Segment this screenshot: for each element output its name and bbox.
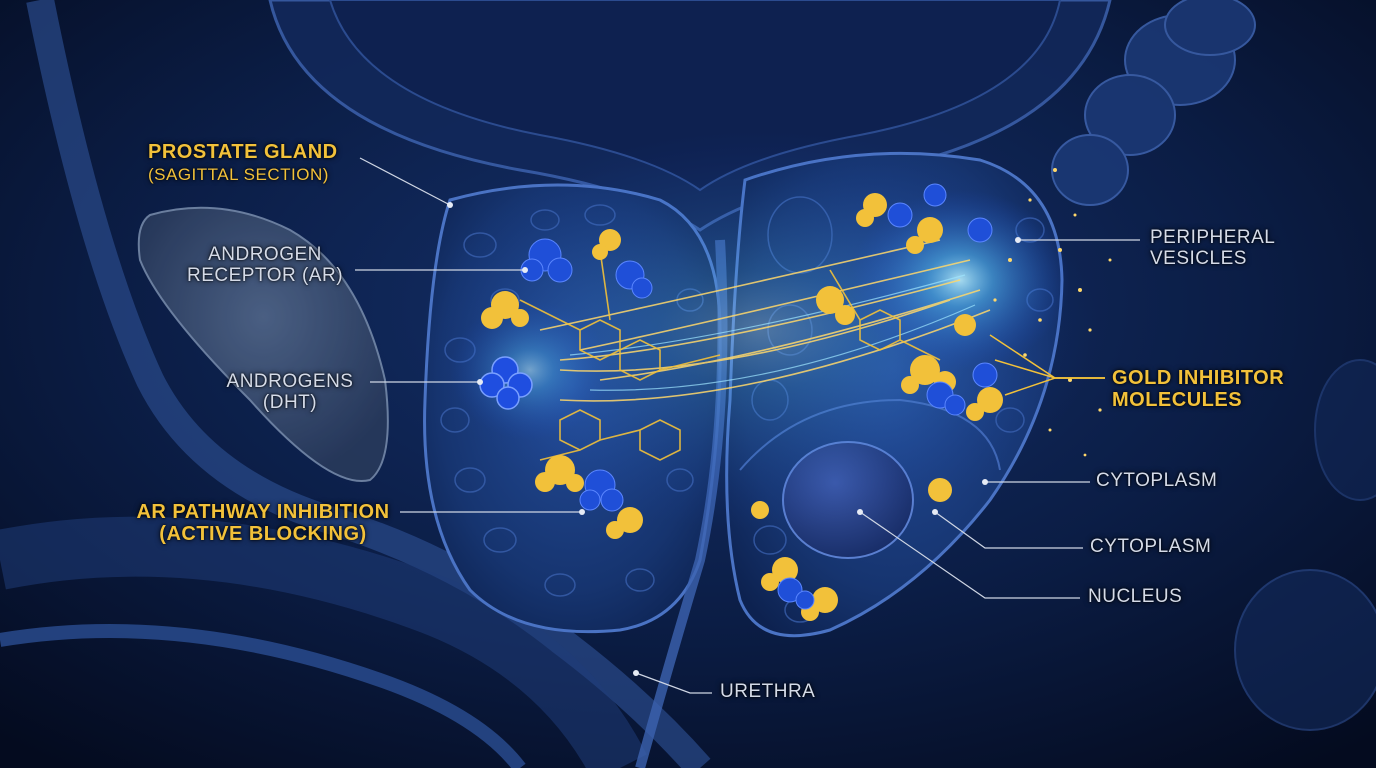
prostate-gland-subtitle: (SAGITTAL SECTION) xyxy=(148,165,329,184)
label-prostate-gland: PROSTATE GLAND (SAGITTAL SECTION) xyxy=(148,141,338,185)
leader-lines xyxy=(355,157,1140,694)
gold-leader-lines xyxy=(989,334,1105,396)
lower-right-cell xyxy=(1234,569,1376,731)
leader-dots xyxy=(447,202,1021,676)
ar-pathway-network xyxy=(519,249,941,461)
energy-burst-left xyxy=(450,300,610,440)
gold-inhibitor-clusters xyxy=(481,193,1003,621)
label-nucleus: NUCLEUS xyxy=(1088,586,1183,607)
lower-tissue-left xyxy=(0,516,647,768)
androgen-receptor-clusters xyxy=(520,183,998,610)
right-vesicle-chain xyxy=(1051,0,1256,206)
gold-inhibitor-line1: GOLD INHIBITOR xyxy=(1112,367,1285,389)
ar-pathway-line1: AR PATHWAY INHIBITION xyxy=(136,501,390,523)
energy-streaks-cyan xyxy=(569,274,976,391)
androgens-line2: (DHT) xyxy=(262,391,318,413)
androgen-receptor-line1: ANDROGEN xyxy=(208,244,322,265)
label-peripheral-vesicles: PERIPHERAL VESICLES xyxy=(1150,227,1276,270)
gold-inhibitor-line2: MOLECULES xyxy=(1112,389,1243,411)
androgen-receptor-line2: RECEPTOR (AR) xyxy=(186,264,344,286)
right-edge-cell xyxy=(1314,359,1376,501)
sparkles xyxy=(993,168,1112,457)
label-androgens: ANDROGENS (DHT) xyxy=(215,371,365,414)
androgens-line1: ANDROGENS xyxy=(226,371,354,392)
label-gold-inhibitor: GOLD INHIBITOR MOLECULES xyxy=(1112,367,1284,411)
peripheral-vesicles-line2: VESICLES xyxy=(1150,247,1247,269)
label-androgen-receptor: ANDROGEN RECEPTOR (AR) xyxy=(180,244,350,287)
androgen-dht-cluster xyxy=(479,356,533,410)
seminal-vesicle xyxy=(137,206,389,482)
ar-pathway-line2: (ACTIVE BLOCKING) xyxy=(159,523,367,545)
prostate-gland-title: PROSTATE GLAND xyxy=(148,141,338,163)
outer-tube xyxy=(26,0,711,768)
label-ar-pathway: AR PATHWAY INHIBITION (ACTIVE BLOCKING) xyxy=(118,501,408,545)
label-cytoplasm-1: CYTOPLASM xyxy=(1096,470,1218,491)
lower-tube-left xyxy=(0,624,526,768)
label-cytoplasm-2: CYTOPLASM xyxy=(1090,536,1212,557)
peripheral-vesicles-line1: PERIPHERAL xyxy=(1150,227,1276,248)
label-urethra: URETHRA xyxy=(720,681,816,702)
